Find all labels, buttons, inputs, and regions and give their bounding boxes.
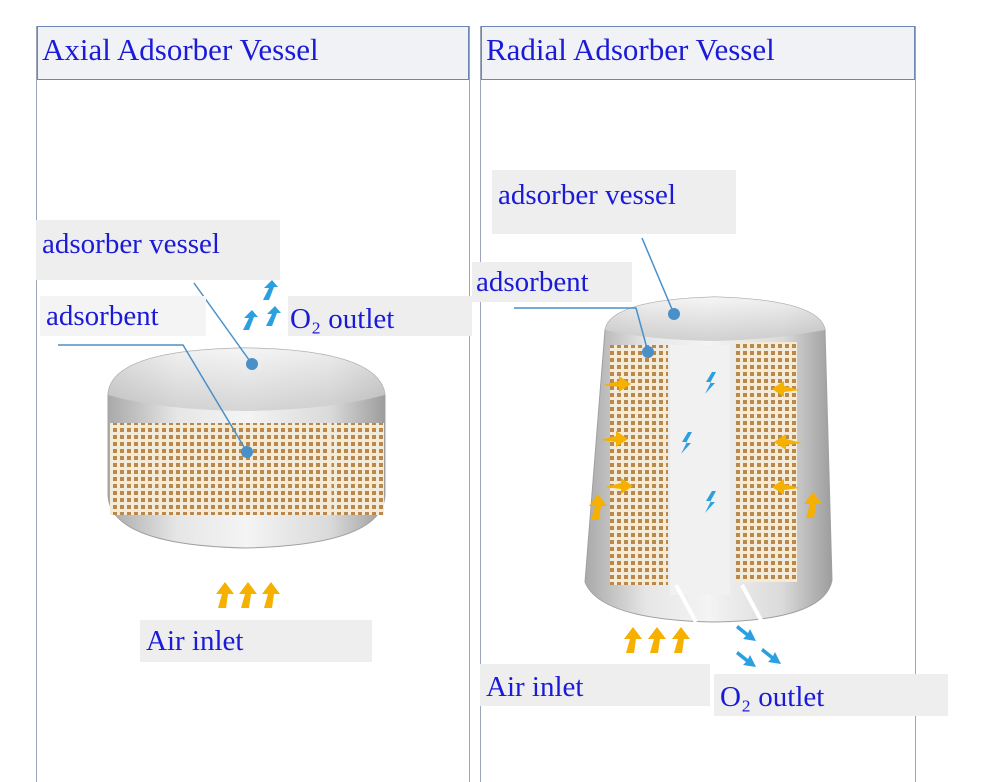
axial-label-o2-outlet: O₂ outlet <box>288 296 472 336</box>
radial-panel-title: Radial Adsorber Vessel <box>481 26 915 80</box>
radial-label-adsorber-vessel: adsorber vessel <box>492 170 736 234</box>
axial-label-adsorbent: adsorbent <box>40 296 206 336</box>
radial-label-air-inlet: Air inlet <box>480 664 710 706</box>
radial-o2-center-arrows <box>681 372 716 513</box>
radial-adsorbent-right <box>735 342 797 582</box>
radial-label-o2-outlet: O₂ outlet <box>714 674 948 716</box>
axial-adsorbent-bed <box>110 423 384 515</box>
radial-air-side-arrows <box>589 376 822 520</box>
axial-label-adsorber-vessel: adsorber vessel <box>36 220 280 280</box>
radial-label-adsorbent: adsorbent <box>472 262 632 302</box>
axial-label-air-inlet: Air inlet <box>140 620 372 662</box>
axial-panel-title: Axial Adsorber Vessel <box>37 26 469 80</box>
radial-air-bottom-arrows <box>624 627 690 653</box>
radial-adsorbent-left <box>610 345 668 585</box>
axial-panel: Axial Adsorber Vessel <box>36 26 470 782</box>
radial-panel: Radial Adsorber Vessel <box>480 26 916 782</box>
axial-o2-arrows <box>243 280 281 330</box>
radial-o2-bottom-arrows <box>736 625 781 667</box>
axial-air-arrows <box>216 582 280 608</box>
